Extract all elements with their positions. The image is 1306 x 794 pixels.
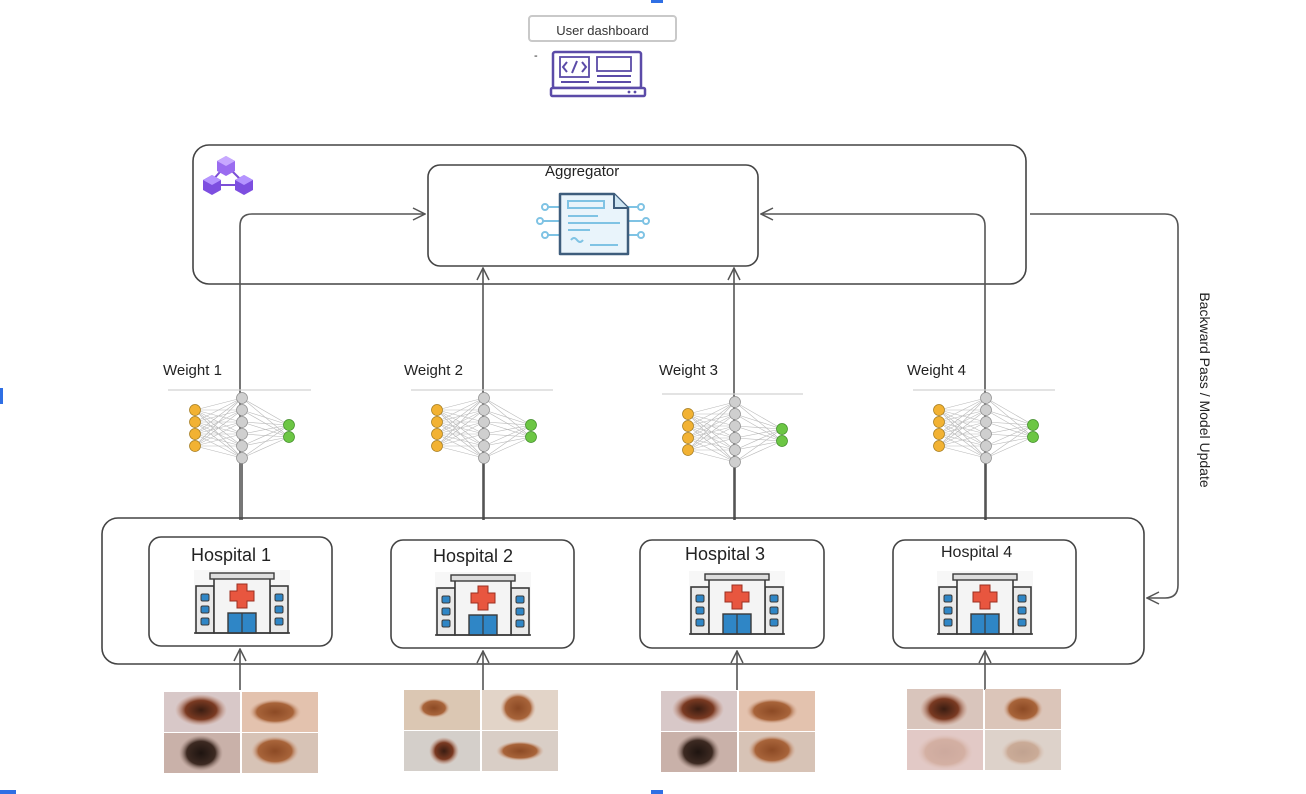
edge-marker (0, 790, 16, 794)
edge-marker (0, 388, 3, 404)
dashboard-mark: - (534, 50, 538, 62)
skin-lesion-image-grid (661, 691, 815, 772)
hospital-building-icon (937, 571, 1033, 635)
hospital-building-icon (194, 570, 290, 634)
hospital-3-label: Hospital 3 (685, 544, 766, 564)
backward-pass-arrow (1030, 213, 1179, 598)
neural-network-icon (189, 392, 295, 520)
weight-4-label: Weight 4 (907, 362, 966, 379)
hospitals-container (101, 517, 1145, 665)
weight-1-arrow (239, 214, 425, 520)
hospital-4-label: Hospital 4 (941, 544, 1013, 561)
skin-lesion-image-grid (164, 692, 318, 773)
backward-pass-label: Backward Pass / Model Update (1197, 292, 1213, 488)
edge-marker (651, 0, 663, 3)
neural-network-icon (933, 392, 1039, 520)
neural-network-icon (682, 396, 788, 520)
neural-networks (189, 392, 1039, 520)
weight-4-arrow (761, 214, 986, 520)
server-container (192, 144, 1027, 285)
hospital-building-icon (435, 572, 531, 636)
user-dashboard-button[interactable]: User dashboard (528, 15, 677, 42)
hospital-building-icon (689, 571, 785, 635)
weight-1-label: Weight 1 (163, 362, 222, 379)
hospital-2-label: Hospital 2 (433, 546, 514, 566)
edge-marker (651, 790, 663, 794)
weight-separators (168, 389, 1055, 395)
skin-lesion-image-grid (907, 689, 1061, 770)
ai-document-icon (536, 192, 650, 256)
code-monitor-icon (549, 50, 647, 98)
skin-lesion-image-grid (404, 690, 558, 771)
neural-network-icon (431, 392, 537, 520)
weight-3-label: Weight 3 (659, 362, 718, 379)
blockchain-cubes-icon (203, 156, 253, 195)
weight-2-label: Weight 2 (404, 362, 463, 379)
image-arrows (240, 649, 985, 690)
skin-lesion-images (164, 689, 1061, 773)
hospital-1-label: Hospital 1 (191, 545, 272, 565)
aggregator-label: Aggregator (545, 163, 620, 180)
hospital-icons (194, 570, 1033, 636)
